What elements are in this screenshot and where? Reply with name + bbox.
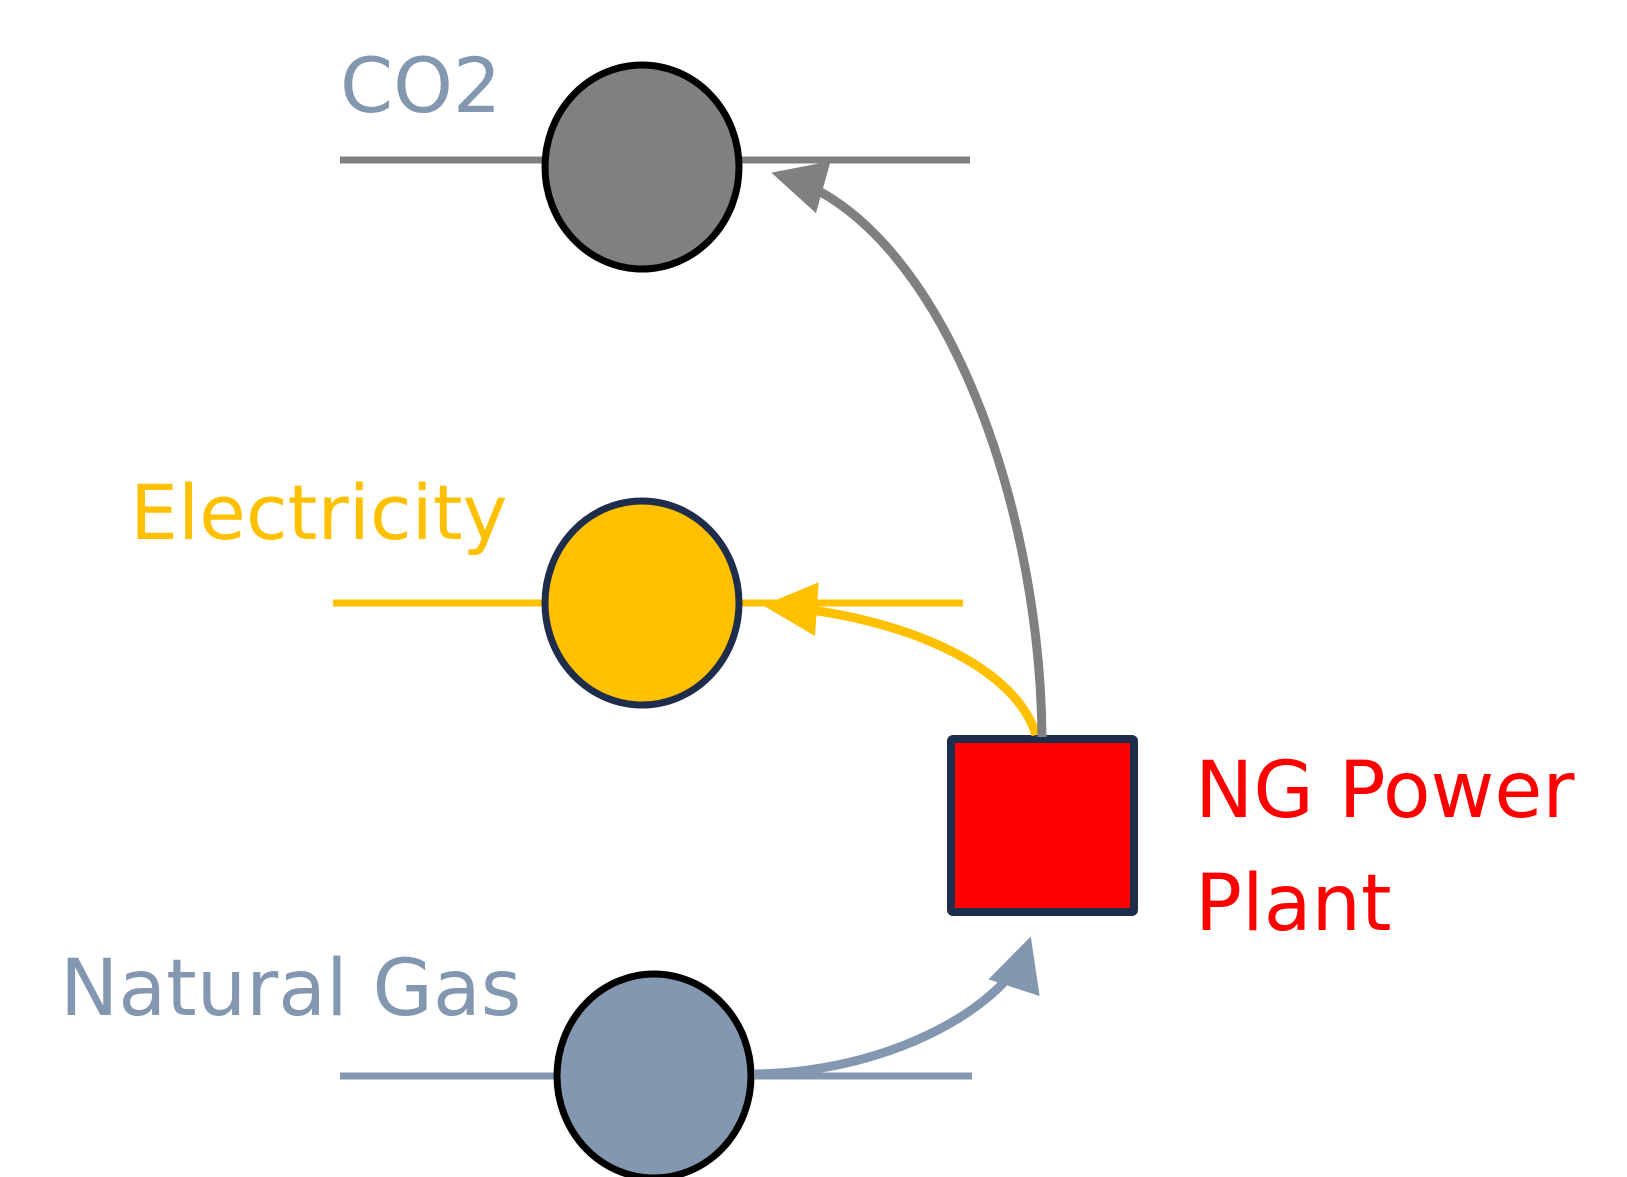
electricity-label: Electricity [130, 468, 508, 557]
electricity-node [541, 497, 743, 709]
ng-power-plant-label: NG Power Plant [1195, 735, 1574, 961]
co2-node [541, 61, 743, 273]
flow-plant-to-co2 [771, 161, 1047, 738]
co2-label: CO2 [340, 41, 502, 130]
flow-natural-gas-to-plant [753, 936, 1040, 1079]
natural-gas-label: Natural Gas [60, 944, 522, 1034]
ng-power-plant-label-line2: Plant [1195, 859, 1392, 950]
ng-power-plant-box [947, 735, 1138, 916]
flow-plant-to-electricity [763, 582, 1041, 737]
ng-power-plant-label-line1: NG Power [1195, 746, 1575, 836]
natural-gas-node [553, 970, 755, 1177]
